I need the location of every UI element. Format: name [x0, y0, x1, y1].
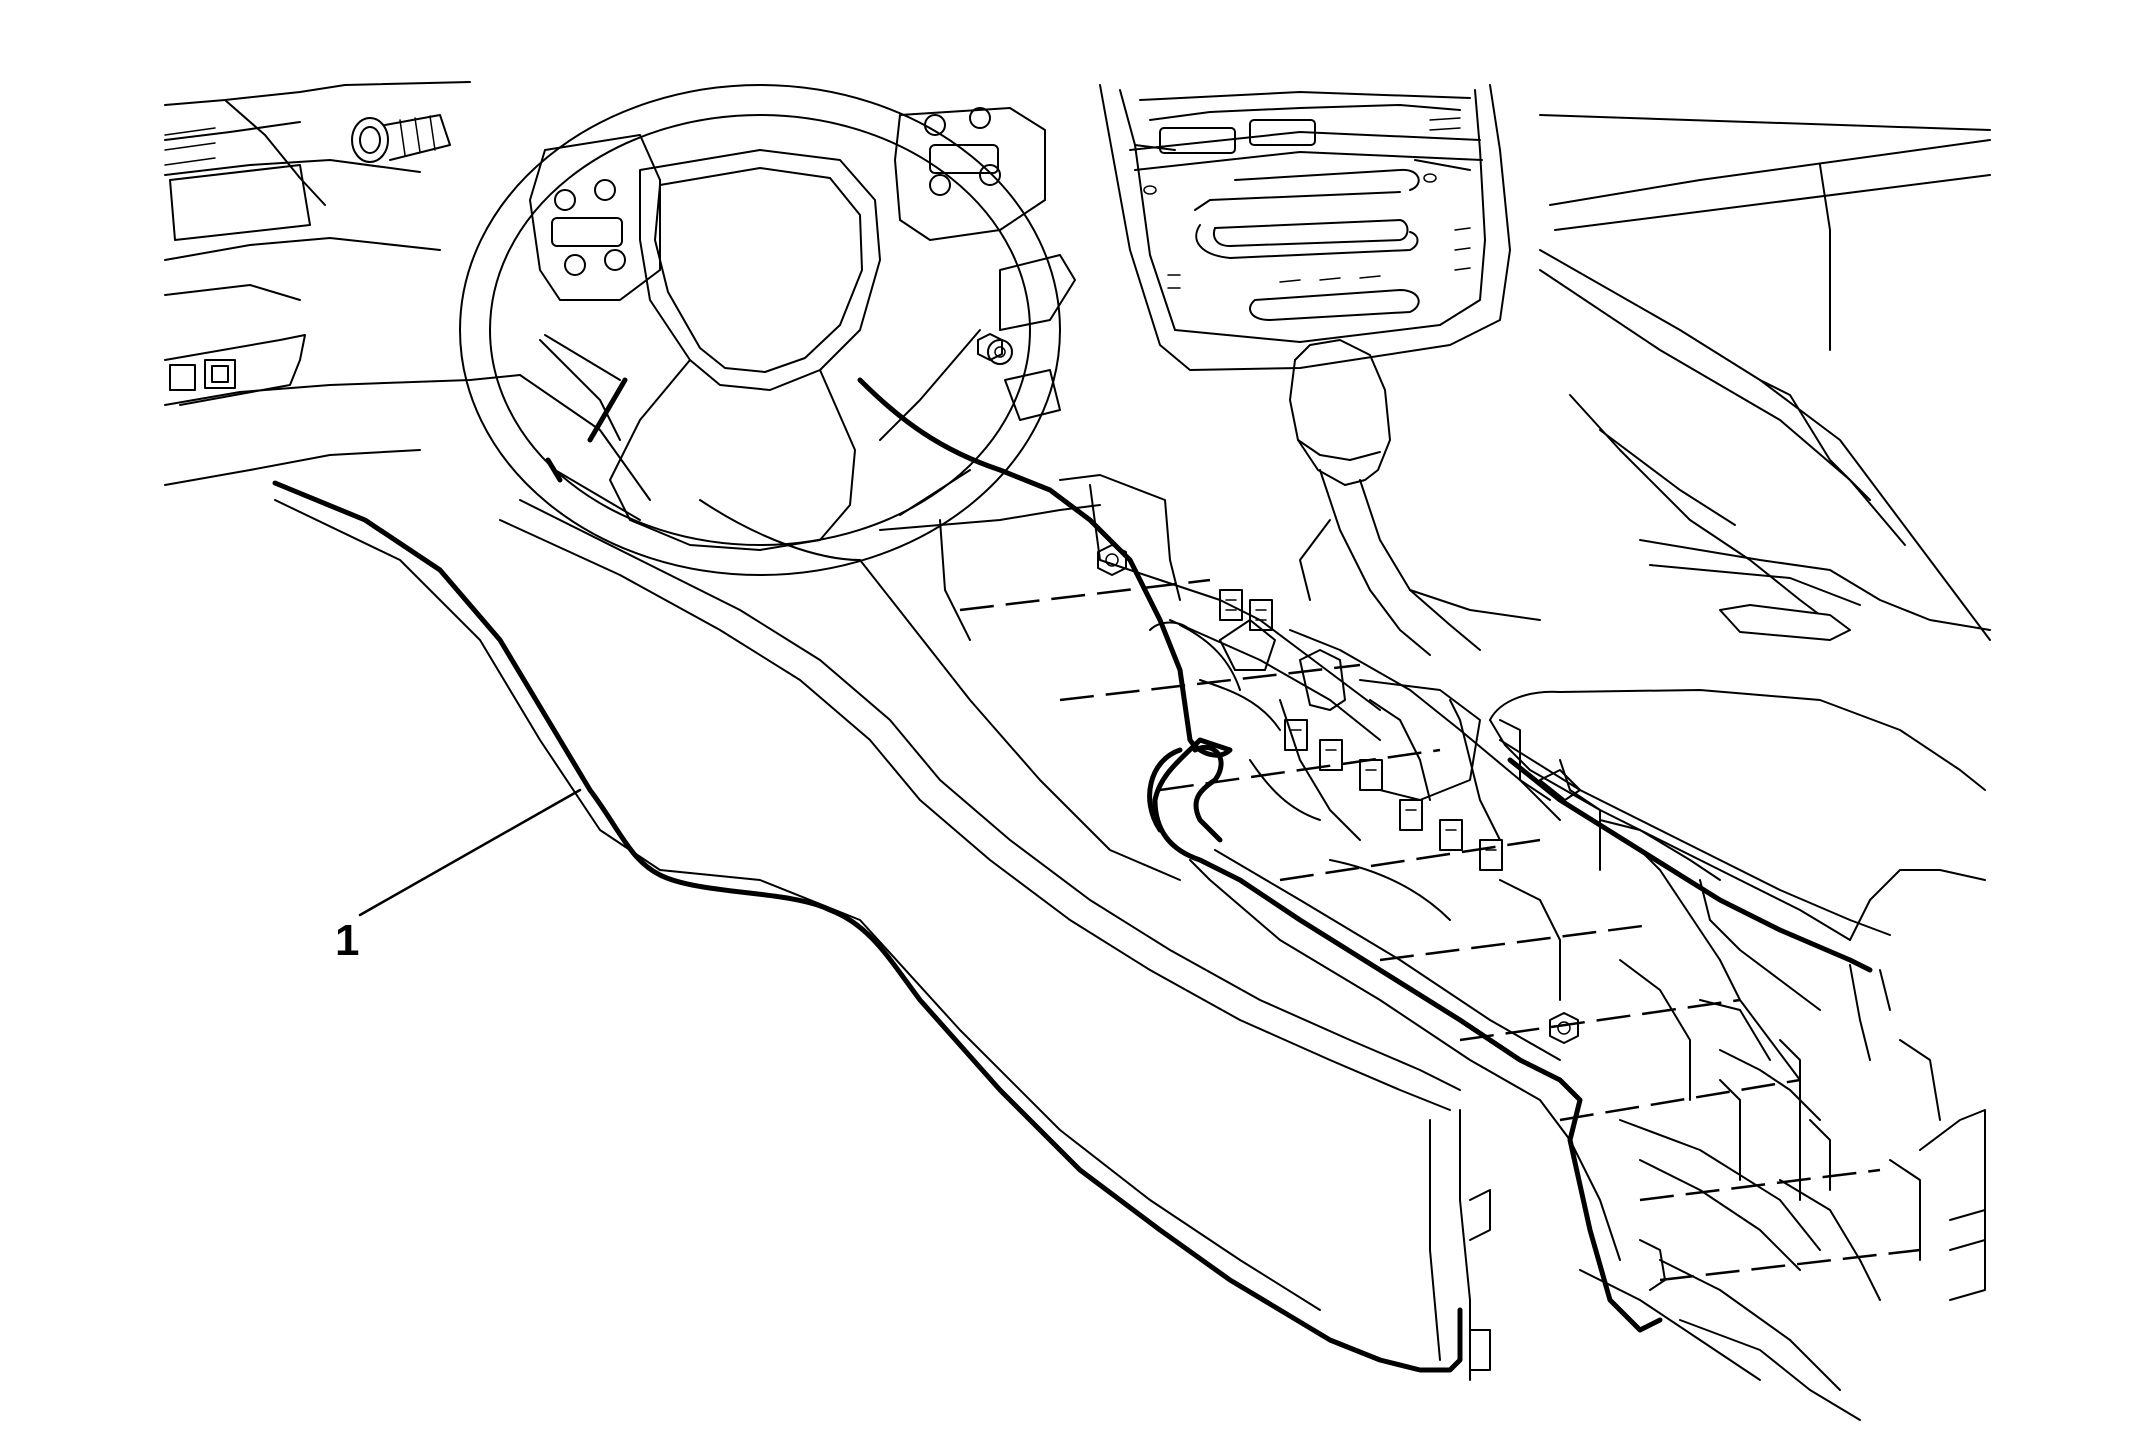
steering-wheel — [459, 84, 1076, 576]
center-stack — [1099, 84, 1511, 371]
callout-1: 1 — [335, 788, 582, 965]
console-bracket-frame — [859, 333, 1986, 1421]
fastener-nut — [977, 333, 1003, 361]
instrument-panel — [164, 81, 1991, 641]
callout-1-label: 1 — [335, 916, 359, 965]
gear-shifter — [1289, 339, 1541, 656]
console-trim-panel — [272, 377, 1666, 1381]
armrest — [1489, 689, 1986, 1061]
callout-1-leader — [358, 788, 582, 917]
fastener-nut — [1549, 1012, 1579, 1044]
